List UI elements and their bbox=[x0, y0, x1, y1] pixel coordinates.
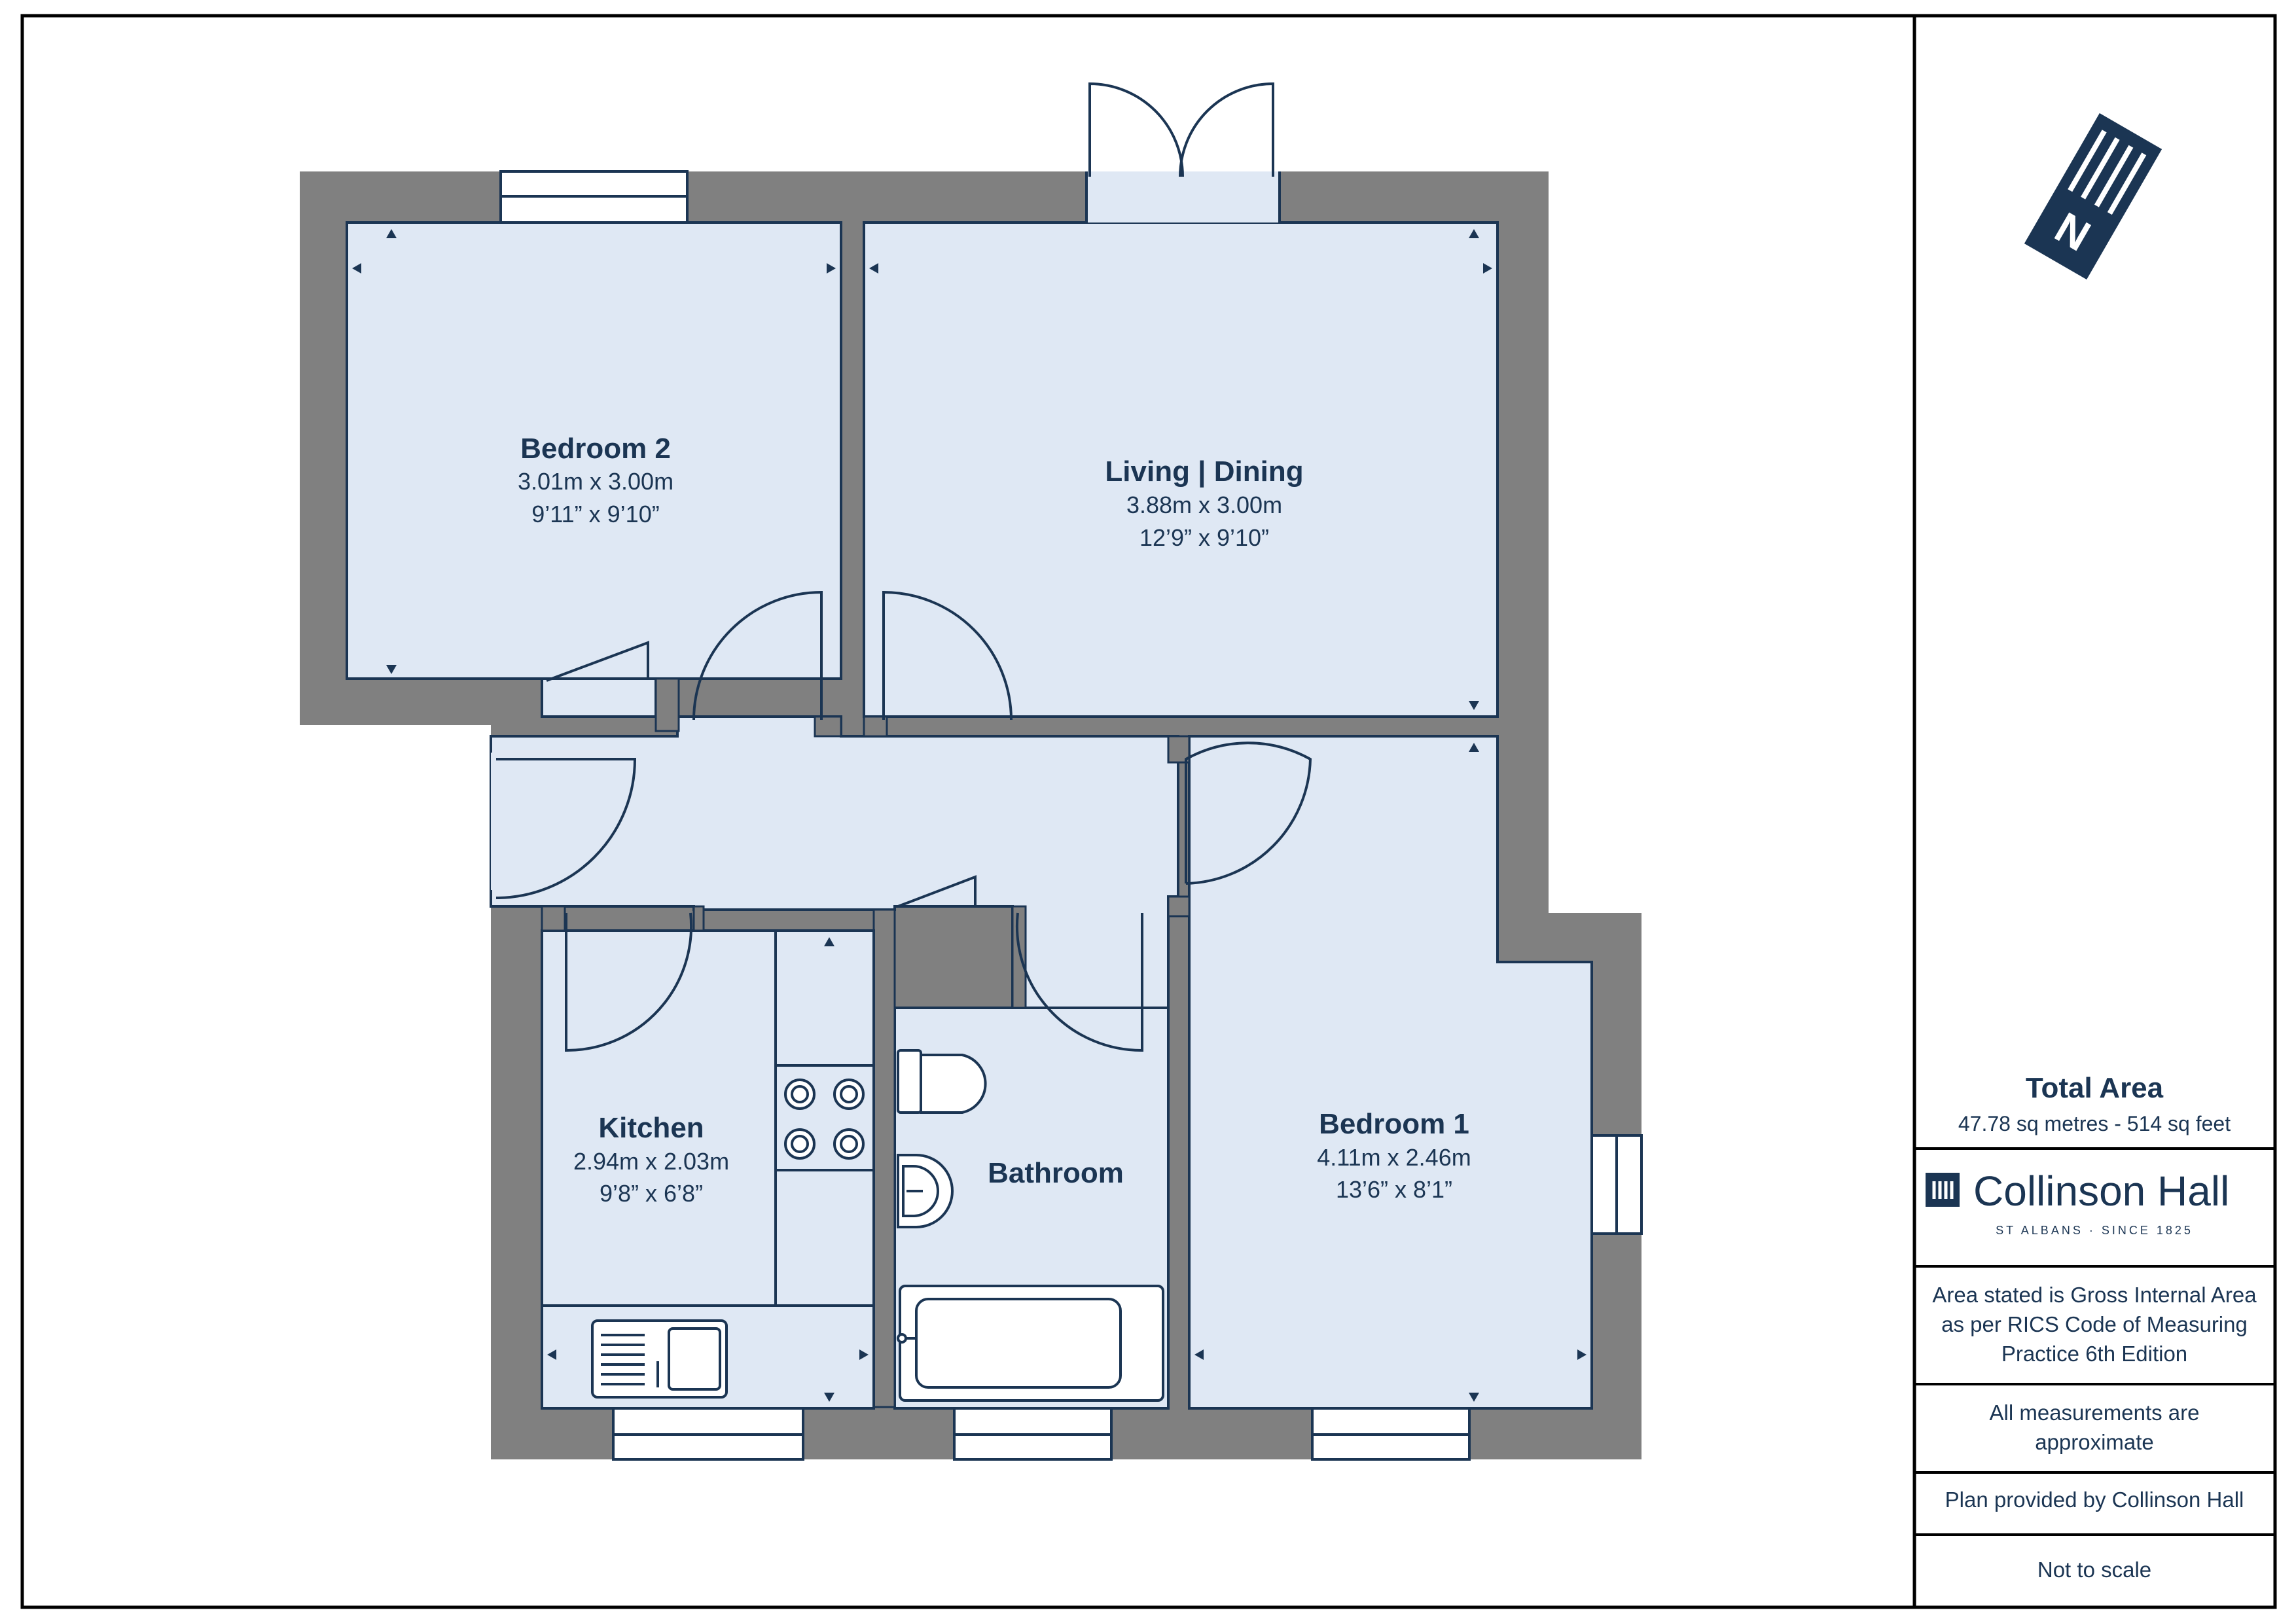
room-labels: Bedroom 2 3.01m x 3.00m 9’11” x 9’10” Li… bbox=[518, 433, 1471, 1207]
room-dims-metric-living: 3.88m x 3.00m bbox=[1126, 491, 1282, 518]
room-dims-metric-bedroom1: 4.11m x 2.46m bbox=[1317, 1144, 1471, 1171]
door-living bbox=[882, 590, 1013, 721]
french-door-left bbox=[1088, 82, 1184, 177]
room-dims-metric-bedroom2: 3.01m x 3.00m bbox=[518, 468, 673, 495]
room-dims-imperial-bedroom1: 13’6” x 8’1” bbox=[1336, 1176, 1452, 1203]
wall-stub bbox=[814, 715, 842, 738]
door-kitchen bbox=[565, 912, 693, 1052]
door-bathroom bbox=[1015, 912, 1143, 1052]
dim-arrow-down bbox=[386, 665, 397, 674]
floor-plan: Bedroom 2 3.01m x 3.00m 9’11” x 9’10” Li… bbox=[300, 82, 1643, 1461]
door-cupboard bbox=[897, 875, 977, 908]
door-store bbox=[546, 641, 649, 682]
dim-arrow-left bbox=[547, 1349, 556, 1360]
room-dims-imperial-living: 12’9” x 9’10” bbox=[1139, 524, 1269, 551]
logo-mark-icon bbox=[1926, 1173, 1960, 1207]
room-dims-imperial-kitchen: 9’8” x 6’8” bbox=[600, 1180, 703, 1207]
room-name-bathroom: Bathroom bbox=[988, 1157, 1124, 1189]
collinson-hall-logo: Collinson Hall ST ALBANS · SINCE 1825 bbox=[1926, 1168, 2229, 1237]
note-gia-line3: Practice 6th Edition bbox=[2001, 1342, 2187, 1366]
bath-icon bbox=[897, 1285, 1164, 1402]
total-area-value: 47.78 sq metres - 514 sq feet bbox=[1958, 1112, 2231, 1135]
dimension-markers bbox=[352, 229, 1587, 1402]
wall-stub bbox=[655, 677, 680, 732]
room-name-living: Living | Dining bbox=[1105, 455, 1303, 488]
room-dims-metric-kitchen: 2.94m x 2.03m bbox=[573, 1148, 729, 1175]
french-doors bbox=[1085, 82, 1281, 223]
wall-stub bbox=[1167, 735, 1191, 764]
sheet-border bbox=[20, 14, 2277, 1609]
total-area-title: Total Area bbox=[2026, 1072, 2164, 1104]
wall-stub bbox=[541, 905, 566, 932]
bathroom-fittings bbox=[897, 1049, 1164, 1402]
note-gia-line1: Area stated is Gross Internal Area bbox=[1932, 1283, 2257, 1307]
bedroom1-floor bbox=[1188, 735, 1593, 1410]
brand-tagline: ST ALBANS · SINCE 1825 bbox=[1996, 1224, 2193, 1237]
info-panel: N Total Area 47.78 sq metres - 514 sq fe… bbox=[1914, 113, 2275, 1582]
kitchen-fittings bbox=[541, 929, 875, 1410]
toilet-icon bbox=[897, 1049, 987, 1114]
dim-arrow-right bbox=[1577, 1349, 1587, 1360]
dim-arrow-down bbox=[1469, 701, 1479, 710]
note-gia-line2: as per RICS Code of Measuring bbox=[1941, 1312, 2248, 1336]
info-dividers bbox=[1914, 1147, 2275, 1536]
dim-arrow-up bbox=[1469, 229, 1479, 238]
dim-arrow-left bbox=[869, 263, 878, 274]
french-door-opening bbox=[1086, 171, 1280, 223]
room-name-bedroom2: Bedroom 2 bbox=[520, 433, 671, 465]
hob-icon bbox=[784, 1079, 865, 1160]
north-arrow-icon: N bbox=[2024, 113, 2162, 280]
wall-stub bbox=[872, 908, 896, 1408]
wall-stub bbox=[692, 905, 705, 932]
dim-arrow-left bbox=[1194, 1349, 1204, 1360]
dim-arrow-right bbox=[827, 263, 836, 274]
living-floor bbox=[863, 221, 1499, 718]
note-measurements-line1: All measurements are bbox=[1990, 1400, 2200, 1425]
note-measurements-line2: approximate bbox=[2035, 1430, 2154, 1454]
kitchen-worktop-right bbox=[774, 929, 875, 1307]
note-provider: Plan provided by Collinson Hall bbox=[1945, 1488, 2244, 1512]
sink-icon bbox=[591, 1319, 728, 1399]
basin-icon bbox=[897, 1154, 954, 1228]
bedroom2-floor bbox=[346, 221, 842, 680]
dim-arrow-down bbox=[1469, 1393, 1479, 1402]
interior-doors bbox=[546, 590, 1312, 1052]
room-name-bedroom1: Bedroom 1 bbox=[1319, 1108, 1469, 1140]
door-bedroom1 bbox=[1185, 741, 1312, 885]
dim-arrow-right bbox=[859, 1349, 869, 1360]
dim-arrow-left bbox=[352, 263, 361, 274]
room-floors bbox=[346, 221, 1593, 1410]
dim-arrow-right bbox=[1483, 263, 1492, 274]
dim-arrow-up bbox=[1469, 743, 1479, 752]
front-door bbox=[491, 753, 637, 899]
dim-arrow-up bbox=[824, 937, 834, 946]
room-name-kitchen: Kitchen bbox=[598, 1112, 704, 1144]
door-bedroom2 bbox=[692, 590, 823, 721]
room-dims-imperial-bedroom2: 9’11” x 9’10” bbox=[531, 501, 659, 527]
wall-stub bbox=[1011, 905, 1027, 1009]
brand-name: Collinson Hall bbox=[1973, 1168, 2229, 1215]
french-door-right bbox=[1179, 82, 1274, 177]
front-door-swing bbox=[495, 758, 637, 899]
windows bbox=[499, 170, 1643, 1461]
dim-arrow-up bbox=[386, 229, 397, 238]
store-floor bbox=[541, 677, 657, 718]
dim-arrow-down bbox=[824, 1393, 834, 1402]
note-scale: Not to scale bbox=[2037, 1558, 2151, 1582]
front-door-opening bbox=[491, 753, 542, 890]
wall-stub bbox=[1167, 895, 1191, 918]
